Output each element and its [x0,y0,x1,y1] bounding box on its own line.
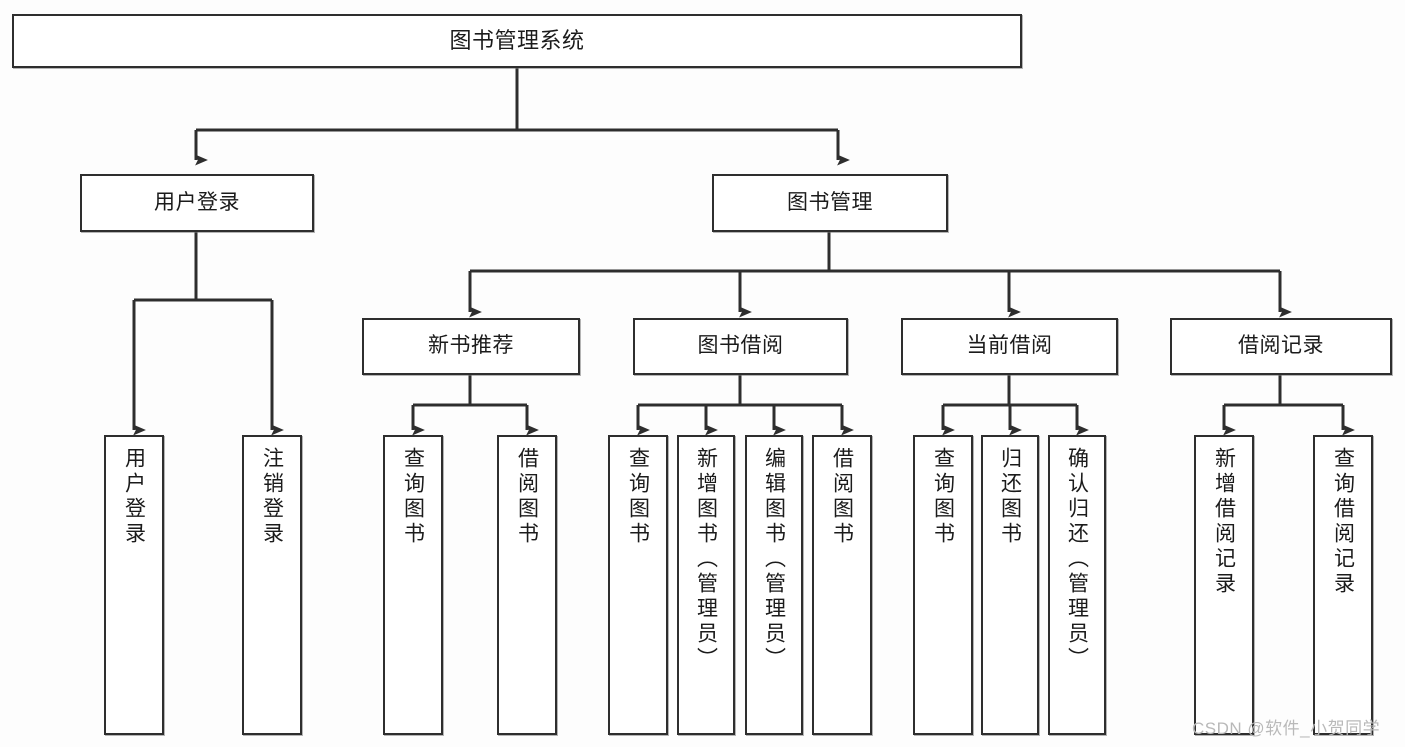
node-label: 用户登录 [154,190,240,214]
node-label: 用户登录 [122,447,146,547]
leaf-return-book[interactable]: 归还图书 [981,435,1039,735]
node-new-book-recommend[interactable]: 新书推荐 [362,318,580,375]
leaf-borrow-book-recommend[interactable]: 借阅图书 [497,435,557,735]
node-label: 图书管理系统 [449,28,585,54]
leaf-user-login[interactable]: 用户登录 [104,435,164,735]
leaf-borrow-book[interactable]: 借阅图书 [812,435,872,735]
leaf-query-book-current[interactable]: 查询图书 [913,435,973,735]
leaf-query-book-recommend[interactable]: 查询图书 [383,435,443,735]
node-label: 图书借阅 [697,334,784,358]
node-label: 新增图书（管理员） [694,447,718,672]
node-label: 当前借阅 [966,334,1053,358]
node-book-borrow[interactable]: 图书借阅 [633,318,848,375]
node-label: 新增借阅记录 [1212,447,1236,597]
node-label: 借阅图书 [830,447,854,547]
csdn-watermark: CSDN @软件_小贺同学 [1192,719,1381,738]
leaf-add-book[interactable]: 新增图书（管理员） [677,435,735,735]
node-user-login[interactable]: 用户登录 [80,174,314,232]
leaf-edit-book[interactable]: 编辑图书（管理员） [745,435,803,735]
node-label: 注销登录 [260,447,284,547]
leaf-add-borrow-record[interactable]: 新增借阅记录 [1194,435,1254,735]
node-current-borrow[interactable]: 当前借阅 [901,318,1118,375]
node-label: 借阅图书 [515,447,539,547]
leaf-logout-login[interactable]: 注销登录 [242,435,302,735]
leaf-confirm-return[interactable]: 确认归还（管理员） [1048,435,1106,735]
node-label: 查询图书 [401,447,425,547]
node-label: 借阅记录 [1238,334,1324,358]
node-label: 查询图书 [626,447,650,547]
leaf-query-book-borrow[interactable]: 查询图书 [608,435,668,735]
node-root-system[interactable]: 图书管理系统 [12,14,1022,68]
node-label: 查询借阅记录 [1331,447,1355,597]
node-label: 确认归还（管理员） [1065,447,1089,672]
node-label: 图书管理 [787,190,873,214]
node-borrow-record[interactable]: 借阅记录 [1170,318,1392,375]
node-label: 新书推荐 [428,334,514,358]
node-label: 归还图书 [998,447,1022,547]
node-label: 查询图书 [931,447,955,547]
leaf-query-borrow-record[interactable]: 查询借阅记录 [1313,435,1373,735]
node-label: 编辑图书（管理员） [762,447,786,672]
node-book-manage[interactable]: 图书管理 [712,174,948,232]
